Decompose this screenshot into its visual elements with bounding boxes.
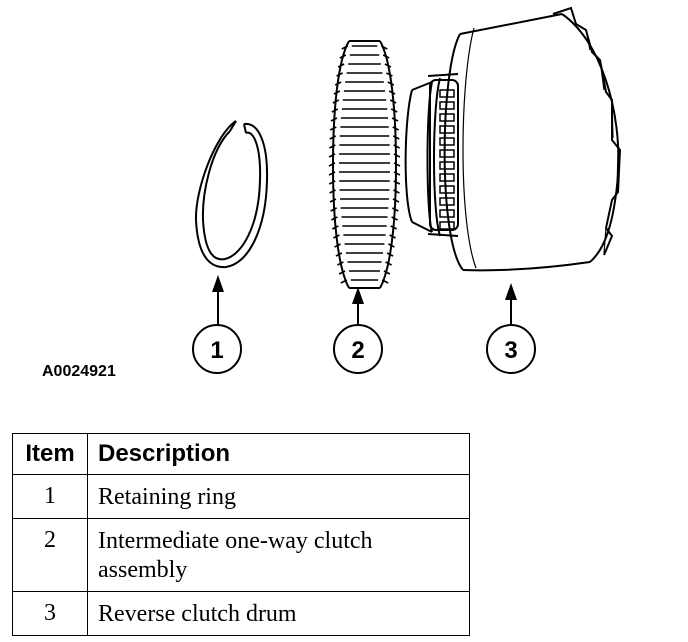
- gear-tooth: [328, 171, 401, 176]
- figure-id: A0024921: [42, 363, 116, 380]
- table-row: 1 Retaining ring: [12, 474, 470, 519]
- gear-tooth: [337, 261, 392, 266]
- callout-2-label: 2: [351, 337, 364, 364]
- gear-tooth: [333, 234, 396, 239]
- reverse-clutch-drum: [404, 6, 622, 272]
- gear-tooth: [338, 270, 391, 275]
- leader-arrows: [212, 275, 517, 326]
- callout-2-circle: [333, 324, 383, 374]
- gear-tooth: [335, 252, 394, 257]
- gear-tooth: [329, 126, 400, 131]
- gear-tooth: [340, 279, 389, 284]
- header-description: Description: [87, 433, 470, 475]
- table-row: 2 Intermediate one-way clutch assembly: [12, 518, 470, 592]
- hub-spline: [439, 113, 455, 122]
- row-2-item: 2: [12, 518, 88, 592]
- table-header-row: Item Description: [12, 433, 470, 475]
- gear-tooth: [339, 54, 390, 59]
- gear-tooth: [334, 243, 395, 248]
- gear-tooth: [328, 153, 401, 158]
- gear-tooth: [329, 198, 400, 203]
- gear-tooth: [329, 135, 400, 140]
- gear-tooth: [331, 225, 398, 230]
- hub-spline: [439, 149, 455, 158]
- callout-3-label: 3: [504, 337, 517, 364]
- row-1-item: 1: [12, 474, 88, 519]
- gear-tooth: [336, 72, 393, 77]
- gear-tooth: [334, 81, 395, 86]
- gear-tooth: [332, 99, 397, 104]
- exploded-view-diagram: 1 2 3 A0024921: [42, 6, 622, 380]
- hub-spline: [439, 185, 455, 194]
- gear-tooth: [328, 180, 401, 185]
- header-item: Item: [12, 433, 88, 475]
- hub-spline: [439, 221, 455, 230]
- gear-tooth: [331, 108, 398, 113]
- gear-tooth: [330, 117, 399, 122]
- retaining-ring: [194, 120, 269, 269]
- row-3-description: Reverse clutch drum: [87, 591, 470, 636]
- hub-spline: [439, 173, 455, 182]
- gear-tooth: [329, 189, 400, 194]
- gear-tooth: [337, 63, 392, 68]
- gear-tooth: [333, 90, 396, 95]
- gear-tooth: [330, 207, 399, 212]
- hub-spline: [439, 161, 455, 170]
- callout-3-circle: [486, 324, 536, 374]
- row-2-description: Intermediate one-way clutch assembly: [87, 518, 470, 592]
- row-3-item: 3: [12, 591, 88, 636]
- gear-tooth: [329, 144, 400, 149]
- callout-1-label: 1: [210, 337, 223, 364]
- hub-spline: [439, 137, 455, 146]
- one-way-clutch-assembly: [328, 40, 401, 289]
- callout-1-circle: [192, 324, 242, 374]
- gear-tooth: [328, 162, 401, 167]
- row-1-description: Retaining ring: [87, 474, 470, 519]
- gear-tooth: [331, 216, 398, 221]
- gear-tooth: [341, 45, 388, 50]
- table-row: 3 Reverse clutch drum: [12, 591, 470, 636]
- hub-spline: [439, 125, 455, 134]
- item-description-table: Item Description 1 Retaining ring 2 Inte…: [12, 433, 470, 636]
